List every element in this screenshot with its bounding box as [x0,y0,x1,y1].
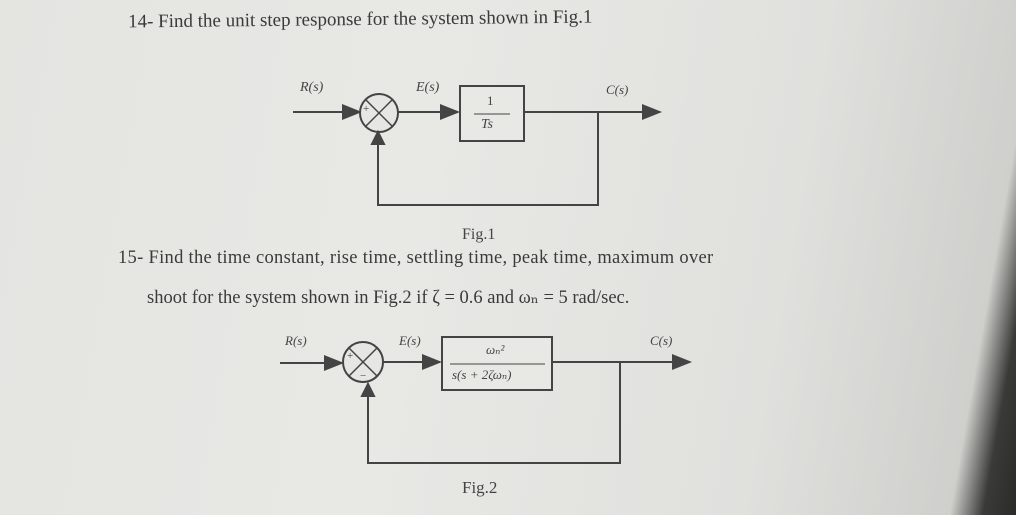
fig2-input-label: R(s) [285,333,307,348]
fig2-error-label: E(s) [399,333,421,348]
fig1-diagram [293,85,662,206]
fig1-input-label: R(s) [300,80,324,95]
fig2-diagram [280,336,692,464]
problem-15-text-line1: 15- Find the time constant, rise time, s… [118,248,714,268]
fig2-plus-sign: + [347,350,354,362]
problem-15-text-line2: shoot for the system shown in Fig.2 if ζ… [147,288,630,308]
fig1-feedback-path [377,112,599,206]
fig1-plus-sign: + [363,103,370,115]
fig2-caption: Fig.2 [462,478,498,497]
fig2-feedback-path [367,362,621,464]
fig1-caption: Fig.1 [462,226,496,243]
fig2-tf-denominator: s(s + 2ζωₙ) [452,367,512,382]
fig1-error-label: E(s) [416,80,440,95]
fig1-tf-denominator: Ts [481,117,493,132]
fig1-tf-numerator: 1 [487,93,494,108]
fig2-tf-numerator: ωₙ² [486,342,505,357]
fig1-output-label: C(s) [606,82,629,97]
fig2-minus-sign: − [360,370,367,382]
fig2-output-label: C(s) [650,333,673,348]
